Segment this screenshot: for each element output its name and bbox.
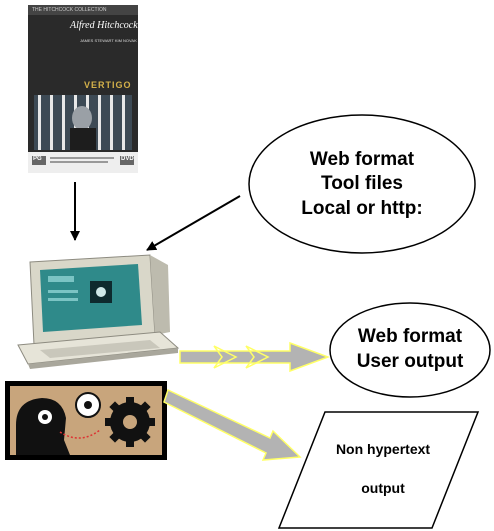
tool-files-line-2: Tool files	[321, 173, 403, 194]
user-output-bubble	[329, 302, 491, 398]
arrow-gears-to-non-hypertext	[163, 388, 302, 461]
tool-files-line-1: Web format	[309, 149, 415, 170]
user-output-line-2: User output	[356, 351, 464, 372]
dvd-title: VERTIGO	[84, 80, 132, 90]
computer-image	[17, 254, 180, 369]
non-hypertext-line-2: output	[361, 480, 405, 496]
non-hypertext-box	[277, 411, 480, 529]
arrow-tool-files-to-computer	[146, 195, 241, 251]
dvd-cover-image	[28, 5, 138, 173]
arrow-computer-to-user-output	[179, 341, 331, 373]
gears-image	[5, 381, 167, 460]
tool-files-bubble	[248, 114, 476, 254]
dvd-stars: JAMES STEWART KIM NOVAK	[80, 38, 137, 43]
tool-files-line-3: Local or http:	[301, 198, 423, 219]
dvd-format-badge: DVD	[121, 156, 134, 162]
non-hypertext-line-1: Non hypertext	[335, 441, 431, 457]
dvd-rating-badge: PG	[33, 156, 42, 162]
dvd-signature: Alfred Hitchcock	[70, 20, 138, 31]
user-output-line-1: Web format	[357, 326, 463, 347]
dvd-collection-label: THE HITCHCOCK COLLECTION	[32, 7, 107, 13]
